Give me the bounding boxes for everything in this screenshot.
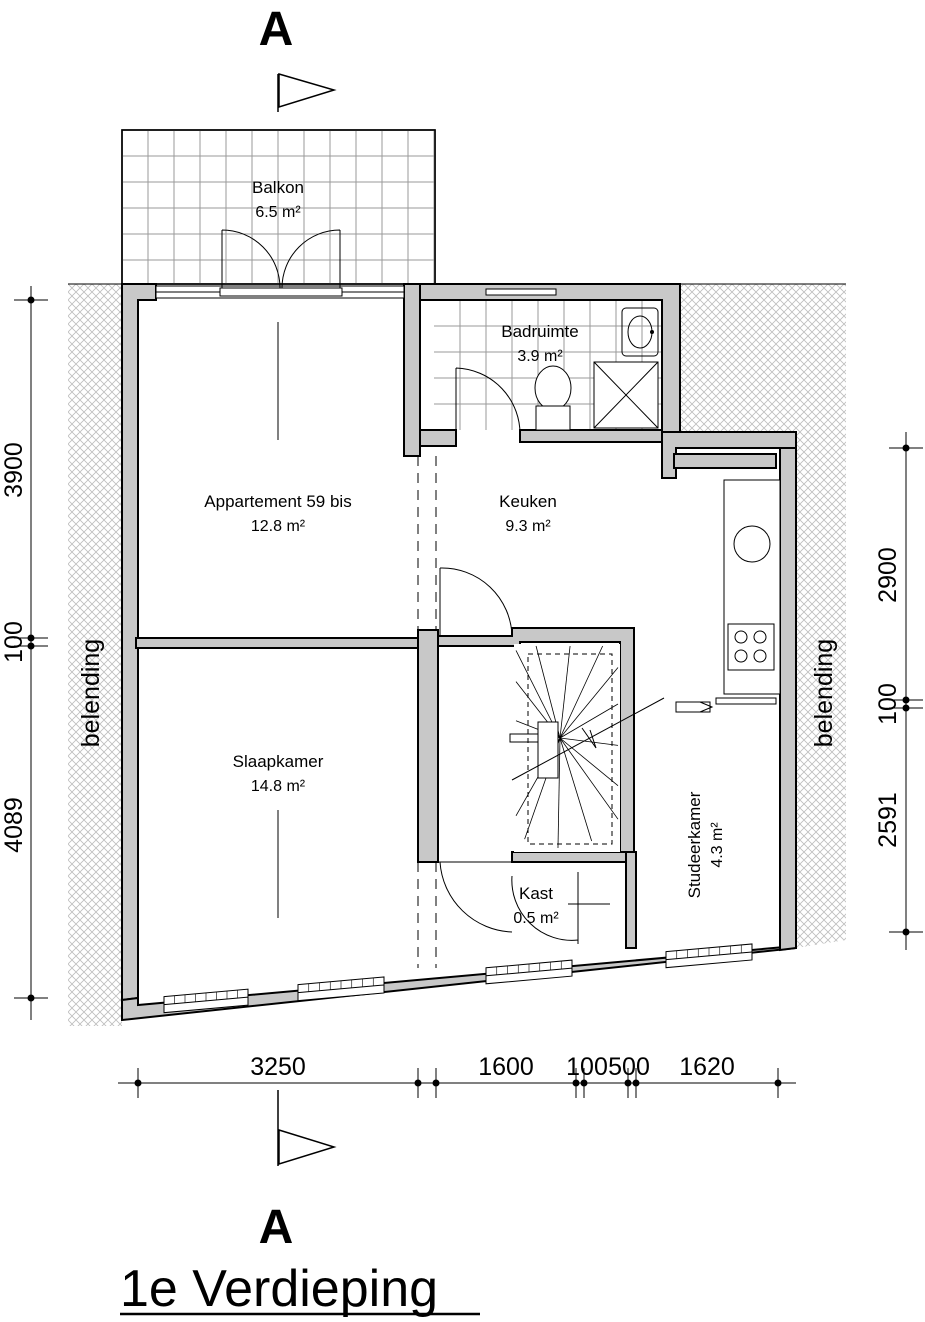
room-keuken: Keuken 9.3 m²: [499, 492, 557, 535]
svg-text:Keuken: Keuken: [499, 492, 557, 511]
svg-text:Studeerkamer: Studeerkamer: [685, 791, 704, 898]
open-connection-lines: [277, 322, 437, 968]
svg-text:Balkon: Balkon: [252, 178, 304, 197]
svg-text:4.3 m²: 4.3 m²: [709, 822, 726, 868]
dim-bottom-0: 3250: [250, 1053, 306, 1081]
doors: [436, 567, 610, 944]
sink-icon: [621, 307, 659, 357]
dim-bottom-2: 100: [566, 1053, 608, 1081]
dim-right-1: 100: [874, 683, 902, 725]
svg-text:1e Verdieping: 1e Verdieping: [120, 1260, 438, 1318]
svg-text:A: A: [259, 1201, 294, 1254]
dim-left-0: 3900: [0, 442, 28, 498]
neighbour-label-left: belending: [77, 639, 105, 747]
dim-right-2: 2591: [874, 792, 902, 848]
svg-text:Badruimte: Badruimte: [501, 322, 578, 341]
neighbour-right-hatch: [680, 284, 846, 948]
floor-title: 1e Verdieping: [120, 1260, 480, 1318]
svg-text:3.9 m²: 3.9 m²: [517, 348, 563, 365]
svg-text:12.8 m²: 12.8 m²: [251, 518, 306, 535]
dim-left-1: 100: [0, 621, 28, 663]
section-marker-bottom: A: [259, 1090, 337, 1254]
kitchen-counter: [715, 479, 781, 705]
section-marker-top: A: [259, 3, 337, 112]
svg-text:0.5 m²: 0.5 m²: [513, 910, 559, 927]
svg-text:A: A: [259, 3, 294, 56]
svg-text:Appartement 59 bis: Appartement 59 bis: [204, 492, 351, 511]
dim-bottom-3: 500: [608, 1053, 650, 1081]
dim-bottom-4: 1620: [679, 1053, 735, 1081]
dim-right-0: 2900: [874, 547, 902, 603]
dim-left-2: 4089: [0, 797, 28, 853]
svg-text:14.8 m²: 14.8 m²: [251, 778, 306, 795]
staircase: [509, 644, 665, 852]
balcony-doors: [155, 285, 557, 299]
balcony-floor: [121, 129, 436, 285]
kitchen-sink-icon: [733, 525, 771, 563]
room-balkon: Balkon 6.5 m²: [252, 178, 304, 221]
svg-text:Slaapkamer: Slaapkamer: [233, 752, 324, 771]
balcony-door-swing: [221, 229, 341, 289]
room-studeerkamer: Studeerkamer 4.3 m²: [685, 791, 726, 898]
room-kast: Kast 0.5 m²: [513, 884, 559, 927]
room-slaapkamer: Slaapkamer 14.8 m²: [233, 752, 324, 795]
shower-icon: [593, 361, 659, 429]
room-appartement: Appartement 59 bis 12.8 m²: [204, 492, 351, 535]
dimension-left: 3900 100 4089: [0, 286, 48, 1020]
study-arrow-icon: [675, 701, 714, 713]
dimension-right: 2900 100 2591: [874, 432, 923, 950]
svg-text:9.3 m²: 9.3 m²: [505, 518, 551, 535]
bathroom-door: [455, 367, 521, 437]
dimension-bottom: 3250 1600 100 500 1620: [118, 1053, 796, 1098]
cooktop-icon: [727, 623, 775, 671]
toilet-icon: [534, 365, 572, 431]
svg-text:6.5 m²: 6.5 m²: [255, 204, 301, 221]
svg-text:Kast: Kast: [519, 884, 553, 903]
neighbour-label-right: belending: [810, 639, 838, 747]
room-badruimte: Badruimte 3.9 m²: [501, 322, 578, 365]
outer-walls: [121, 283, 797, 1022]
front-windows: [163, 943, 753, 1014]
dim-bottom-1: 1600: [478, 1053, 534, 1081]
neighbour-left-hatch: [68, 284, 122, 1026]
